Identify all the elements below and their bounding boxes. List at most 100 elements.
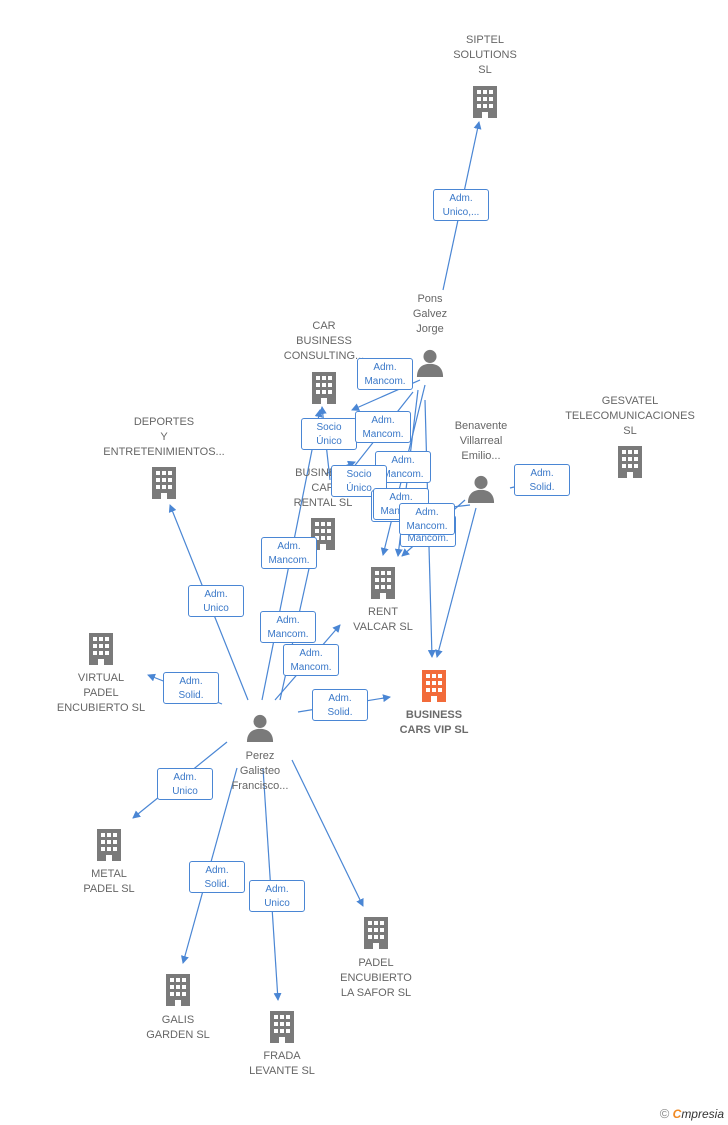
relationship-label[interactable]: Adm. Mancom. (357, 358, 413, 390)
relationship-label-line: Solid. (178, 690, 204, 701)
label-line: CAR (312, 320, 336, 332)
label-line: Y (160, 431, 168, 443)
relationship-label[interactable]: Adm. Unico (188, 585, 244, 617)
label-line: GARDEN SL (146, 1029, 210, 1041)
label-line: PADEL (358, 957, 394, 969)
label-line: PADEL (83, 687, 119, 699)
relationship-label-line: Mancom. (406, 521, 448, 532)
relationship-label-line: Mancom. (407, 533, 449, 544)
label-line: Villarreal (459, 435, 503, 447)
person-icon[interactable] (416, 349, 444, 377)
company-label-gesvatel[interactable]: GESVATEL TELECOMUNICACIONES SL (565, 394, 695, 439)
relationship-label-line: Socio (346, 469, 372, 480)
building-icon[interactable] (312, 372, 336, 404)
relationship-label-line: Unico (264, 898, 290, 909)
label-line: METAL (91, 868, 127, 880)
relationship-label-line: Adm. (205, 865, 229, 876)
label-line: TELECOMUNICACIONES (565, 410, 695, 422)
label-line: PADEL SL (83, 883, 135, 895)
label-line: VALCAR SL (353, 621, 413, 633)
relationship-label-line: Adm. (179, 676, 203, 687)
relationship-label-line: Adm. (265, 884, 289, 895)
building-icon[interactable] (270, 1011, 294, 1043)
company-label-deportes[interactable]: DEPORTES Y ENTRETENIMIENTOS... (103, 415, 224, 460)
building-icon[interactable] (364, 917, 388, 949)
label-line: GALIS (161, 1014, 195, 1026)
footer-brand: © Cmpresia (660, 1106, 724, 1121)
building-icon[interactable] (473, 86, 497, 118)
label-line: SOLUTIONS (453, 49, 517, 61)
label-line: Jorge (416, 323, 444, 335)
label-line: Galvez (412, 308, 448, 320)
relationship-label-line: Mancom. (268, 555, 310, 566)
relationship-label-line: Adm. (328, 693, 352, 704)
relationship-label-line: Adm. (204, 589, 228, 600)
label-line: SIPTEL (466, 34, 504, 46)
label-line: CAR (311, 482, 335, 494)
relationship-label[interactable]: Adm. Solid. (312, 689, 368, 721)
relationship-label-line: Unico (203, 603, 229, 614)
company-label-galis[interactable]: GALIS GARDEN SL (146, 1013, 210, 1043)
relationship-label[interactable]: Adm.Mancom. (355, 411, 411, 443)
person-icon[interactable] (467, 475, 495, 503)
company-label-rent-valcar[interactable]: RENT VALCAR SL (353, 605, 413, 635)
label-line: FRADA (263, 1050, 301, 1062)
relationship-label-line: Único (346, 483, 372, 494)
relationship-label[interactable]: Adm. Solid. (163, 672, 219, 704)
label-line: CONSULTING... (283, 350, 365, 362)
label-line: GESVATEL (601, 395, 659, 407)
relationship-label-line: Unico (172, 786, 198, 797)
relationship-label[interactable]: Adm. Unico (249, 880, 305, 912)
relationship-edge (291, 759, 364, 907)
label-line: DEPORTES (133, 416, 195, 428)
building-icon[interactable] (166, 974, 190, 1006)
label-line: Emilio... (461, 450, 501, 462)
relationship-label-line: Adm. (391, 455, 415, 466)
label-line: Benavente (454, 420, 508, 432)
label-line: Galisteo (239, 765, 281, 777)
relationship-label[interactable]: Adm.Mancom. (399, 503, 455, 535)
relationship-label-line: Socio (316, 422, 342, 433)
label-line: SL (623, 425, 637, 437)
label-line: RENTAL SL (293, 497, 353, 509)
relationship-label-line: Solid. (327, 707, 353, 718)
relationship-label-line: Mancom. (364, 376, 406, 387)
building-icon[interactable] (152, 467, 176, 499)
label-line: CARS VIP SL (399, 724, 469, 736)
building-icon[interactable] (89, 633, 113, 665)
building-icon[interactable] (97, 829, 121, 861)
relationship-label-line: Adm. (389, 492, 413, 503)
building-icon[interactable] (371, 567, 395, 599)
relationship-label[interactable]: Adm.Solid. (514, 464, 570, 496)
relationship-label[interactable]: Adm.Unico,... (433, 189, 489, 221)
building-icon[interactable] (422, 670, 446, 702)
relationship-label-line: Adm. (276, 615, 300, 626)
label-line: Francisco... (231, 780, 289, 792)
relationship-label[interactable]: Adm.Unico (157, 768, 213, 800)
company-label-metal-padel[interactable]: METAL PADEL SL (83, 867, 134, 897)
relationship-label-line: Mancom. (267, 629, 309, 640)
relationship-label[interactable]: Adm.Mancom. (261, 537, 317, 569)
relationship-label[interactable]: Adm.Mancom. (283, 644, 339, 676)
relationship-label-line: Adm. (373, 362, 397, 373)
relationship-label-line: Solid. (529, 482, 555, 493)
empresia-logo: Cmpresia (672, 1107, 724, 1121)
label-line: ENTRETENIMIENTOS... (103, 446, 225, 458)
relationship-label[interactable]: Adm. Mancom. (260, 611, 316, 643)
label-line: Perez (245, 750, 275, 762)
building-icon[interactable] (618, 446, 642, 478)
person-icon[interactable] (246, 714, 274, 742)
relationship-label-line: Único (316, 436, 342, 447)
label-line: RENT (368, 606, 398, 618)
relationship-label[interactable]: Adm.Solid. (189, 861, 245, 893)
